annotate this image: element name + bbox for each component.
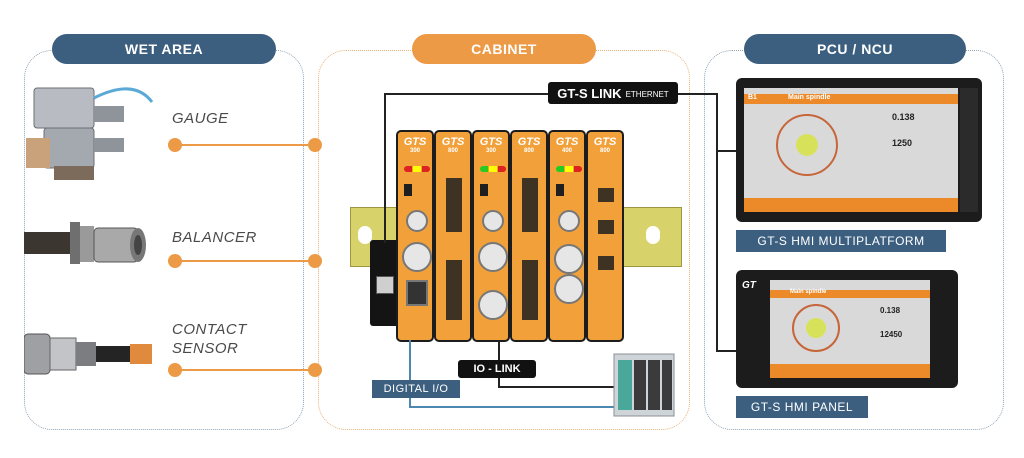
module-model: 300 xyxy=(409,148,420,154)
hmi-panel-value-2: 12450 xyxy=(880,330,903,339)
hmi-panel-value-1: 0.138 xyxy=(880,306,901,315)
usb-port-icon xyxy=(404,184,412,196)
hmi-multiplatform-screen: B1 Main spindle 0.138 1250 xyxy=(736,78,982,222)
ethernet-line-vertical-left xyxy=(384,93,386,243)
io-leds-upper xyxy=(446,178,462,232)
hmi-panel-logo: GT xyxy=(742,280,756,291)
connector-large-1 xyxy=(554,244,584,274)
out-leds-3 xyxy=(598,256,614,270)
digital-io-line-vertical xyxy=(409,340,411,408)
balancer-dot-right xyxy=(308,254,322,268)
hmi-panel-label: GT-S HMI PANEL xyxy=(736,396,868,418)
connector-a1 xyxy=(482,210,504,232)
out-leds-1 xyxy=(598,188,614,202)
ethernet-label: ETHERNET xyxy=(625,90,669,99)
module-brand: GTS xyxy=(441,136,465,148)
io-leds-lower xyxy=(522,260,538,320)
status-leds xyxy=(480,166,506,172)
module-brand: GTS xyxy=(479,136,503,148)
hmi-panel-screen-title: Main spindle xyxy=(790,289,827,295)
balancer-dot-left xyxy=(168,254,182,268)
connector-p1 xyxy=(406,280,428,306)
hmi-side-toolbar xyxy=(960,88,978,212)
hmi-bottom-bar xyxy=(744,198,958,212)
usb-port-icon xyxy=(556,184,564,196)
hmi-panel-screen: GT Main spindle 0.138 12450 xyxy=(736,270,958,388)
status-leds xyxy=(556,166,582,172)
plc-unit-image xyxy=(613,353,675,417)
gts-module-2: GTS 800 xyxy=(434,130,472,342)
hmi-panel-bottom-bar xyxy=(770,364,930,378)
connector-large-2 xyxy=(554,274,584,304)
contact-sensor-dot-right xyxy=(308,363,322,377)
connector-large xyxy=(402,242,432,272)
status-leds xyxy=(404,166,430,172)
module-model: 400 xyxy=(561,148,572,154)
cabinet-title: CABINET xyxy=(412,34,596,64)
contact-sensor-dot-left xyxy=(168,363,182,377)
connector-large xyxy=(478,242,508,272)
din-rail-slot-right xyxy=(646,226,660,244)
module-brand: GTS xyxy=(555,136,579,148)
connector-p2 xyxy=(478,290,508,320)
hmi-value-1: 0.138 xyxy=(892,112,915,122)
module-brand: GTS xyxy=(593,136,617,148)
hmi-gauge-ring xyxy=(776,114,838,176)
out-leds-2 xyxy=(598,220,614,234)
gts-link-tag: GT-S LINK ETHERNET xyxy=(548,82,678,104)
hmi-screen-index: B1 xyxy=(748,94,757,101)
gts-module-5: GTS 400 xyxy=(548,130,586,342)
contact-sensor-label-line2: SENSOR xyxy=(172,340,239,357)
contact-sensor-connector xyxy=(176,369,314,371)
hmi-panel-top-bar xyxy=(770,290,930,298)
digital-io-line-horizontal xyxy=(409,406,619,408)
ethernet-line-vertical-right xyxy=(716,93,718,351)
gts-link-label: GT-S LINK xyxy=(557,85,622,101)
module-brand: GTS xyxy=(517,136,541,148)
digital-io-tag: DIGITAL I/O xyxy=(372,380,460,398)
gauge-label: GAUGE xyxy=(172,110,229,127)
io-link-tag: IO - LINK xyxy=(458,360,536,378)
balancer-image xyxy=(24,222,146,264)
gts-module-4: GTS 800 xyxy=(510,130,548,342)
module-brand: GTS xyxy=(403,136,427,148)
balancer-label: BALANCER xyxy=(172,229,257,246)
module-model: 800 xyxy=(523,148,534,154)
hmi-panel-gauge-center xyxy=(806,318,826,338)
io-leds-lower xyxy=(446,260,462,320)
module-model: 300 xyxy=(485,148,496,154)
hmi-screen-title: Main spindle xyxy=(788,94,831,101)
io-link-line-horizontal xyxy=(498,386,620,388)
gts-module-6: GTS 800 xyxy=(586,130,624,342)
ethernet-line-to-hmi2 xyxy=(716,350,736,352)
gauge-image xyxy=(26,87,154,180)
connector-a1 xyxy=(406,210,428,232)
io-leds-upper xyxy=(522,178,538,232)
balancer-connector xyxy=(176,260,314,262)
gauge-connector xyxy=(176,144,314,146)
wet-area-title: WET AREA xyxy=(52,34,276,64)
gauge-dot-right xyxy=(308,138,322,152)
module-model: 800 xyxy=(599,148,610,154)
din-rail-slot-left xyxy=(358,226,372,244)
connector-a1 xyxy=(558,210,580,232)
gts-module-1: GTS 300 xyxy=(396,130,434,342)
gauge-dot-left xyxy=(168,138,182,152)
contact-sensor-image xyxy=(24,333,152,375)
hmi-panel-gauge-ring xyxy=(792,304,840,352)
hmi-gauge-center xyxy=(796,134,818,156)
contact-sensor-label-line1: CONTACT xyxy=(172,321,247,338)
gts-module-3: GTS 300 xyxy=(472,130,510,342)
ethernet-port-icon xyxy=(376,276,394,294)
usb-port-icon xyxy=(480,184,488,196)
ethernet-line-to-hmi1 xyxy=(716,150,736,152)
hmi-multiplatform-label: GT-S HMI MULTIPLATFORM xyxy=(736,230,946,252)
hmi-top-bar xyxy=(744,94,958,104)
hmi-value-2: 1250 xyxy=(892,138,913,148)
pcu-ncu-title: PCU / NCU xyxy=(744,34,966,64)
module-model: 800 xyxy=(447,148,458,154)
